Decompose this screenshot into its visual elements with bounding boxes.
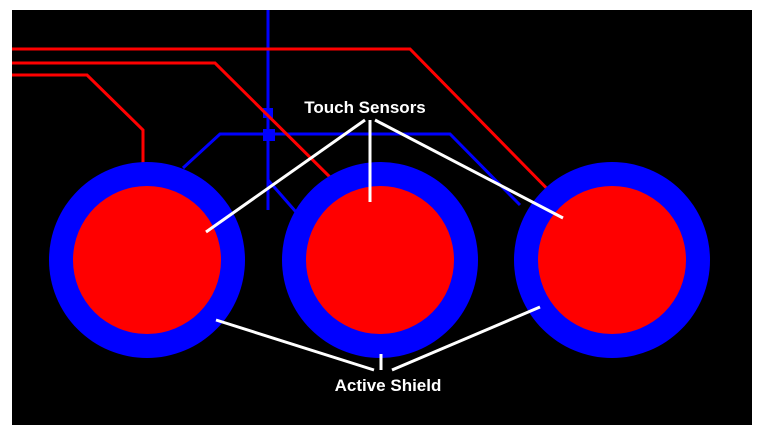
touch-sensor-right	[538, 186, 686, 334]
sensor-trace-left	[12, 73, 145, 190]
active-shield-label: Active Shield	[335, 376, 442, 395]
shield-via-bottom	[263, 129, 275, 141]
callout-line-sensor-right	[374, 118, 564, 220]
callout-line-shield-right	[391, 305, 541, 372]
touch-sensor-left	[73, 186, 221, 334]
callout-line-shield-left	[215, 318, 375, 372]
touch-sensor-middle	[306, 186, 454, 334]
shield-via-top	[263, 108, 273, 118]
sensor-traces	[12, 47, 570, 212]
touch-sensor-callouts	[205, 118, 564, 234]
touch-sensors-label: Touch Sensors	[304, 98, 426, 117]
sensor-trace-middle	[12, 61, 347, 194]
shield-trace-bridge	[181, 132, 522, 207]
sensor-trace-right	[12, 47, 570, 212]
active-shield-callouts	[215, 305, 541, 372]
callout-line-sensor-left	[205, 118, 366, 234]
